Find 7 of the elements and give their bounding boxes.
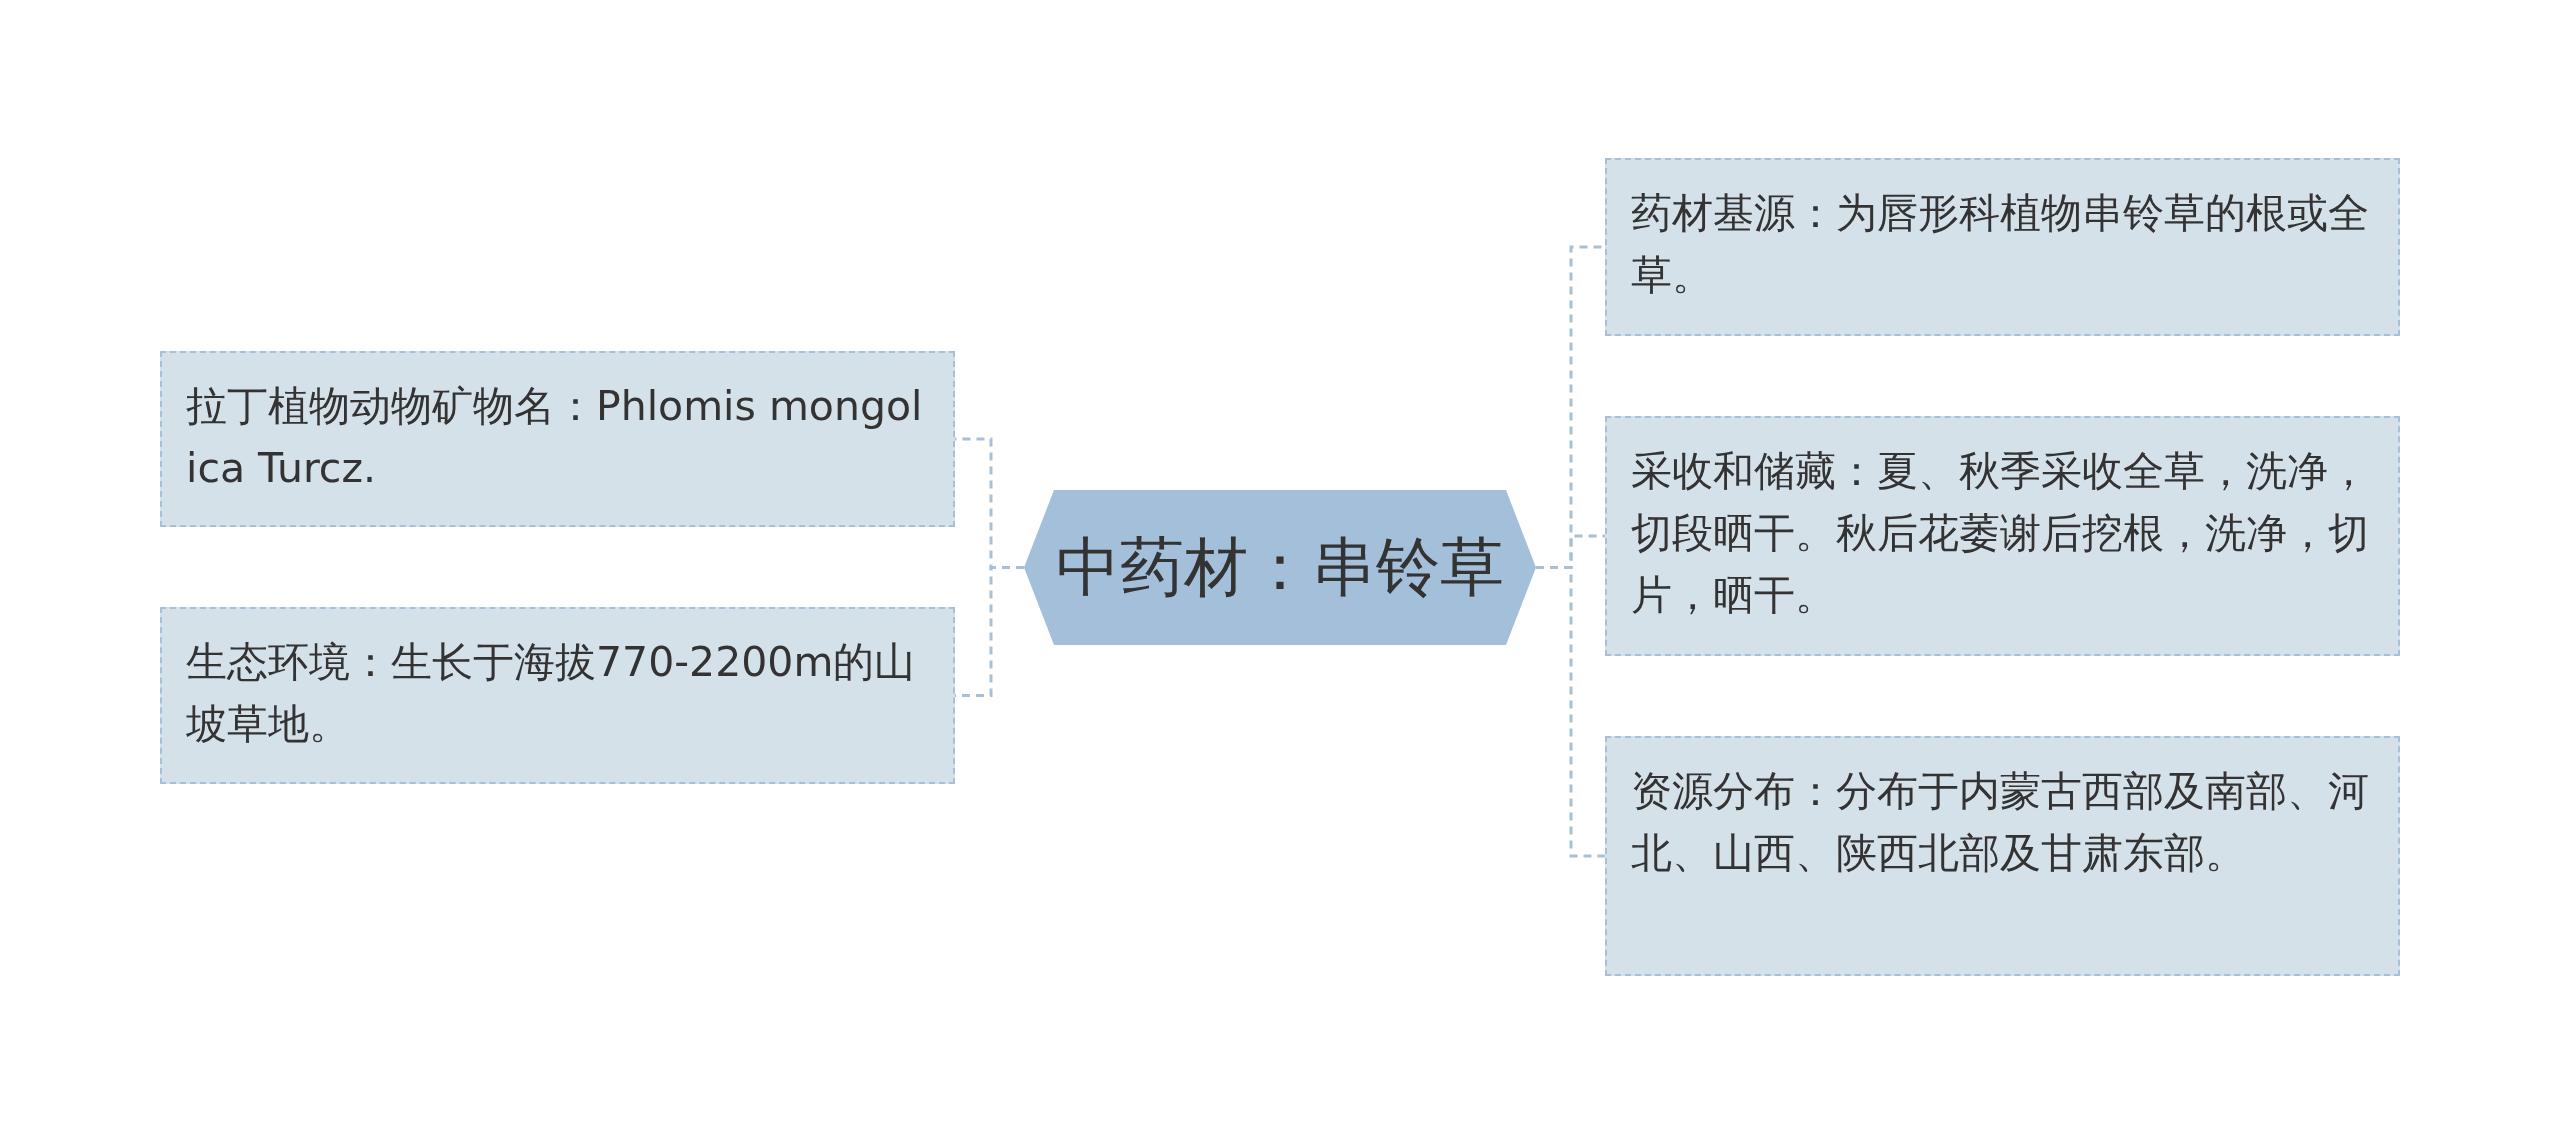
topic-hexagon: 中药材：串铃草 [1024, 490, 1536, 645]
topic-box: 资源分布：分布于内蒙古西部及南部、河北、山西、陕西北部及甘肃东部。 [1605, 736, 2400, 976]
connector-line [1536, 566, 1605, 858]
topic-box: 药材基源：为唇形科植物串铃草的根或全草。 [1605, 158, 2400, 336]
topic-box: 拉丁植物动物矿物名：Phlomis mongolica Turcz. [160, 351, 955, 527]
topic-box: 采收和储藏：夏、秋季采收全草，洗净，切段晒干。秋后花萎谢后挖根，洗净，切片，晒干。 [1605, 416, 2400, 656]
topic-box: 生态环境：生长于海拔770-2200m的山坡草地。 [160, 607, 955, 784]
